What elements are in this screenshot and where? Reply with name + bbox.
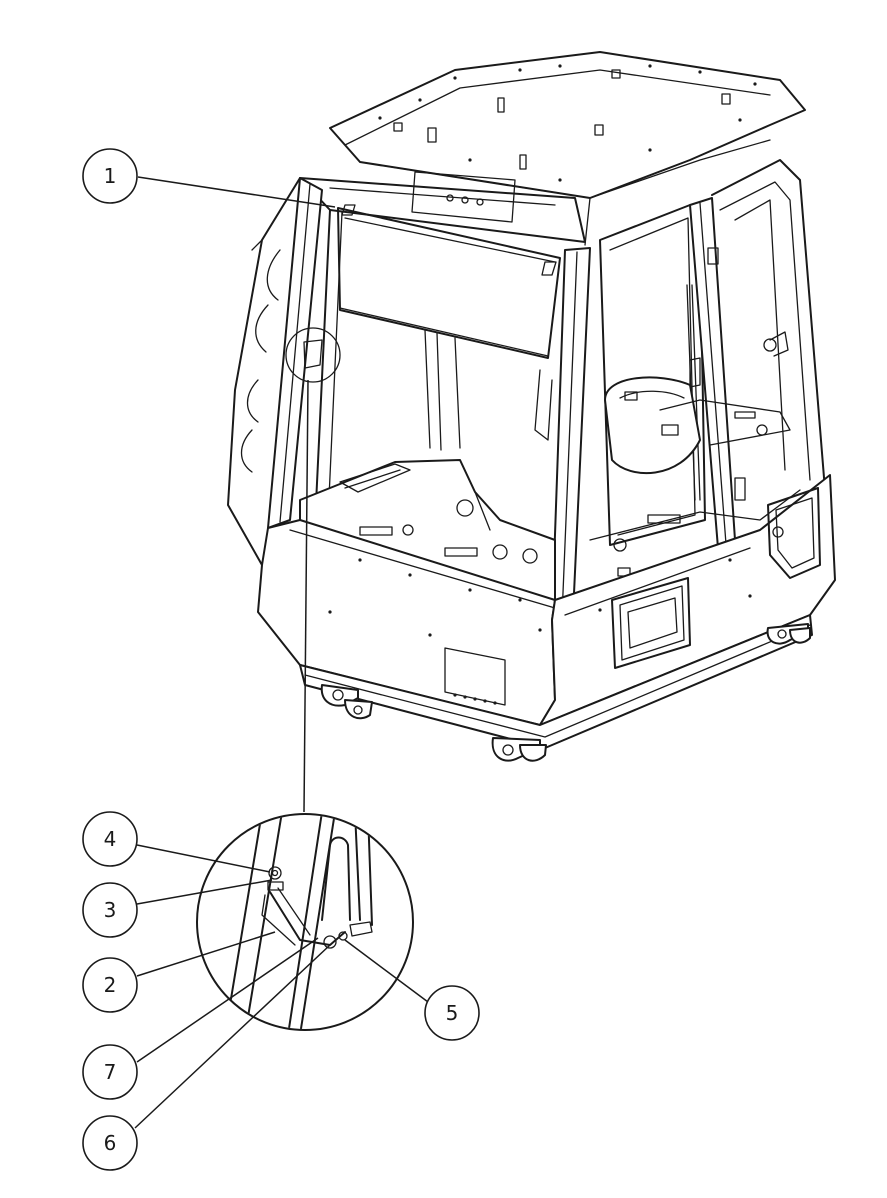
callout-3-circle (82, 882, 138, 938)
callout-leaders (134, 176, 429, 1129)
leader-4 (136, 844, 271, 873)
leader-3 (136, 879, 273, 905)
leader-2 (136, 931, 276, 977)
cab-body (227, 51, 836, 762)
callout-5-label: 5 (446, 1001, 459, 1025)
callout-5-circle (424, 985, 480, 1041)
callout-6-label: 6 (104, 1131, 117, 1155)
callout-1-circle (82, 148, 138, 204)
callout-7-circle (82, 1044, 138, 1100)
callout-2-circle (82, 957, 138, 1013)
callout-4-circle (82, 811, 138, 867)
right-side-door (599, 159, 826, 549)
callout-4-label: 4 (104, 827, 117, 851)
interior-frame (424, 329, 553, 451)
cab-roof (329, 51, 806, 246)
callout-4: 4 (82, 811, 138, 867)
callout-1: 1 (82, 148, 138, 204)
front-window (314, 204, 561, 526)
right-front-pillar (551, 247, 591, 621)
callout-7: 7 (82, 1044, 138, 1100)
leader-5 (344, 939, 429, 1003)
callout-2-label: 2 (104, 973, 117, 997)
operator-seat (604, 376, 791, 475)
callout-1-label: 1 (104, 164, 117, 188)
callout-2: 2 (82, 957, 138, 1013)
detail-leader-line (303, 379, 309, 813)
left-front-pillar (227, 177, 323, 566)
leader-7 (136, 937, 319, 1063)
leader-1 (137, 176, 336, 208)
callout-7-label: 7 (104, 1060, 117, 1084)
mounting-feet (320, 623, 811, 762)
callout-6-circle (82, 1115, 138, 1171)
callout-6: 6 (82, 1115, 138, 1171)
callout-5: 5 (424, 985, 480, 1041)
leader-6 (134, 944, 331, 1129)
callout-3-label: 3 (104, 898, 117, 922)
callout-3: 3 (82, 882, 138, 938)
detail-marker-circle (285, 327, 341, 383)
